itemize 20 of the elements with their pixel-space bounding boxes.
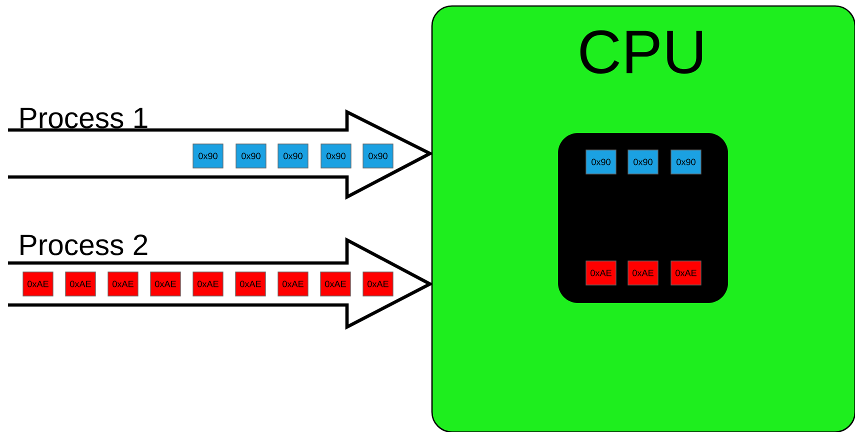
data-cell: 0x90	[236, 144, 266, 168]
data-cell: 0x90	[670, 150, 702, 174]
data-cell: 0xAE	[628, 260, 658, 286]
data-cell: 0xAE	[22, 272, 54, 296]
data-cell: 0xAE	[150, 272, 181, 296]
data-cell: 0xAE	[192, 272, 224, 296]
data-cell: 0xAE	[108, 272, 138, 296]
data-cell: 0x90	[586, 150, 616, 174]
data-cell: 0x90	[362, 144, 394, 168]
data-cell: 0xAE	[586, 260, 616, 286]
data-cell: 0x90	[628, 150, 658, 174]
data-cell: 0xAE	[670, 260, 702, 286]
data-cell: 0xAE	[278, 272, 308, 296]
data-cell: 0x90	[278, 144, 308, 168]
data-cell: 0x90	[320, 144, 352, 168]
data-cell: 0x90	[192, 144, 224, 168]
data-cell: 0xAE	[65, 272, 96, 296]
data-cell: 0xAE	[235, 272, 266, 296]
data-cell: 0xAE	[320, 272, 351, 296]
data-cell: 0xAE	[362, 272, 394, 296]
